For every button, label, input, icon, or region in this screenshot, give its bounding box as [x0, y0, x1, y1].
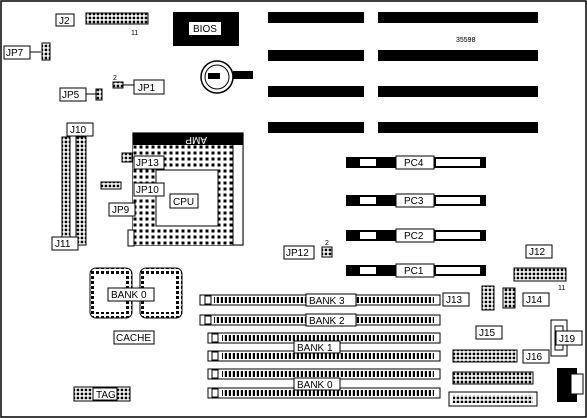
bank0-label: BANK 0 [297, 380, 333, 391]
bios-chip: BIOS [173, 12, 239, 46]
jp12-jumper: JP12 2 [283, 240, 333, 260]
memory-banks: BANK 3 BANK 2 BANK 1 BANK [199, 293, 441, 399]
j14-connector: J14 [502, 287, 550, 309]
j10-j11-connector: J10 J11 [51, 122, 94, 251]
pc3-slot: PC3 [346, 193, 486, 208]
j12-connector: J12 11 [513, 244, 567, 292]
cache-label: CACHE [116, 333, 151, 344]
pc4-slot: PC4 [346, 155, 486, 170]
bank1-label: BANK 1 [297, 343, 333, 354]
jp10-label: JP10 [136, 185, 159, 196]
j16-connector: J16 [448, 349, 550, 407]
jp5-label: JP5 [62, 90, 80, 101]
jp9-label: JP9 [112, 205, 130, 216]
jp9-jumper: JP9 [108, 202, 136, 217]
cpu-label: CPU [173, 197, 194, 208]
j14-label: J14 [526, 295, 543, 306]
expansion-slots: 35598 [268, 12, 538, 133]
jp12-label: JP12 [286, 248, 309, 259]
jp7-jumper: JP7 [3, 42, 51, 61]
bank3-label: BANK 3 [309, 296, 345, 307]
j2-header: J2 11 [55, 12, 149, 37]
jp13-label: JP13 [136, 158, 159, 169]
j16-label: J16 [526, 352, 543, 363]
battery [200, 60, 253, 94]
pc2-slot: PC2 [346, 228, 486, 243]
bank0-slots: BANK 0 [207, 368, 441, 399]
pc-slots: PC4 PC3 PC2 PC1 [346, 155, 486, 278]
j15-label: J15 [479, 328, 496, 339]
pc2-label: PC2 [404, 231, 424, 242]
tag-label: TAG [96, 390, 116, 401]
jp1-jumper: 2 JP1 [112, 75, 165, 95]
j13-label: J13 [446, 295, 463, 306]
pc1-slot: PC1 [346, 263, 486, 278]
jp7-label: JP7 [6, 48, 24, 59]
bios-label: BIOS [193, 24, 217, 35]
pc4-label: PC4 [404, 158, 424, 169]
j15-connector: J15 [452, 325, 518, 363]
cache-bank-label: BANK 0 [111, 290, 147, 301]
jp1-label: JP1 [138, 83, 156, 94]
bank2-label: BANK 2 [309, 316, 345, 327]
jp12-pin-label: 2 [325, 240, 329, 247]
board-number: 35598 [456, 37, 476, 44]
j19-label: J19 [559, 334, 576, 345]
bank1-slots: BANK 1 [207, 332, 441, 362]
j13-connector: J13 [442, 285, 495, 311]
j10-label: J10 [70, 125, 87, 136]
bank3-slot: BANK 3 [199, 293, 441, 307]
jp10-jumper: JP10 [100, 181, 165, 197]
amp-label: AMP [185, 134, 207, 145]
cache-chips: BANK 0 CACHE [89, 267, 183, 345]
j19-connector: J19 [550, 319, 584, 402]
jp5-jumper: JP5 [59, 87, 103, 102]
jp13-jumper: JP13 [121, 152, 165, 170]
j11-label: J11 [55, 239, 71, 250]
j12-label: J12 [529, 247, 546, 258]
bank2-slot: BANK 2 [199, 313, 441, 327]
cpu-socket: AMP CPU [127, 132, 244, 247]
j2-pin-label: 11 [131, 30, 138, 37]
j2-label: J2 [59, 16, 70, 27]
pc1-label: PC1 [404, 266, 424, 277]
j12-pin-label: 11 [558, 285, 565, 292]
pc3-label: PC3 [404, 196, 424, 207]
tag-chip: TAG [73, 386, 131, 402]
jp1-pin-label: 2 [113, 75, 117, 82]
